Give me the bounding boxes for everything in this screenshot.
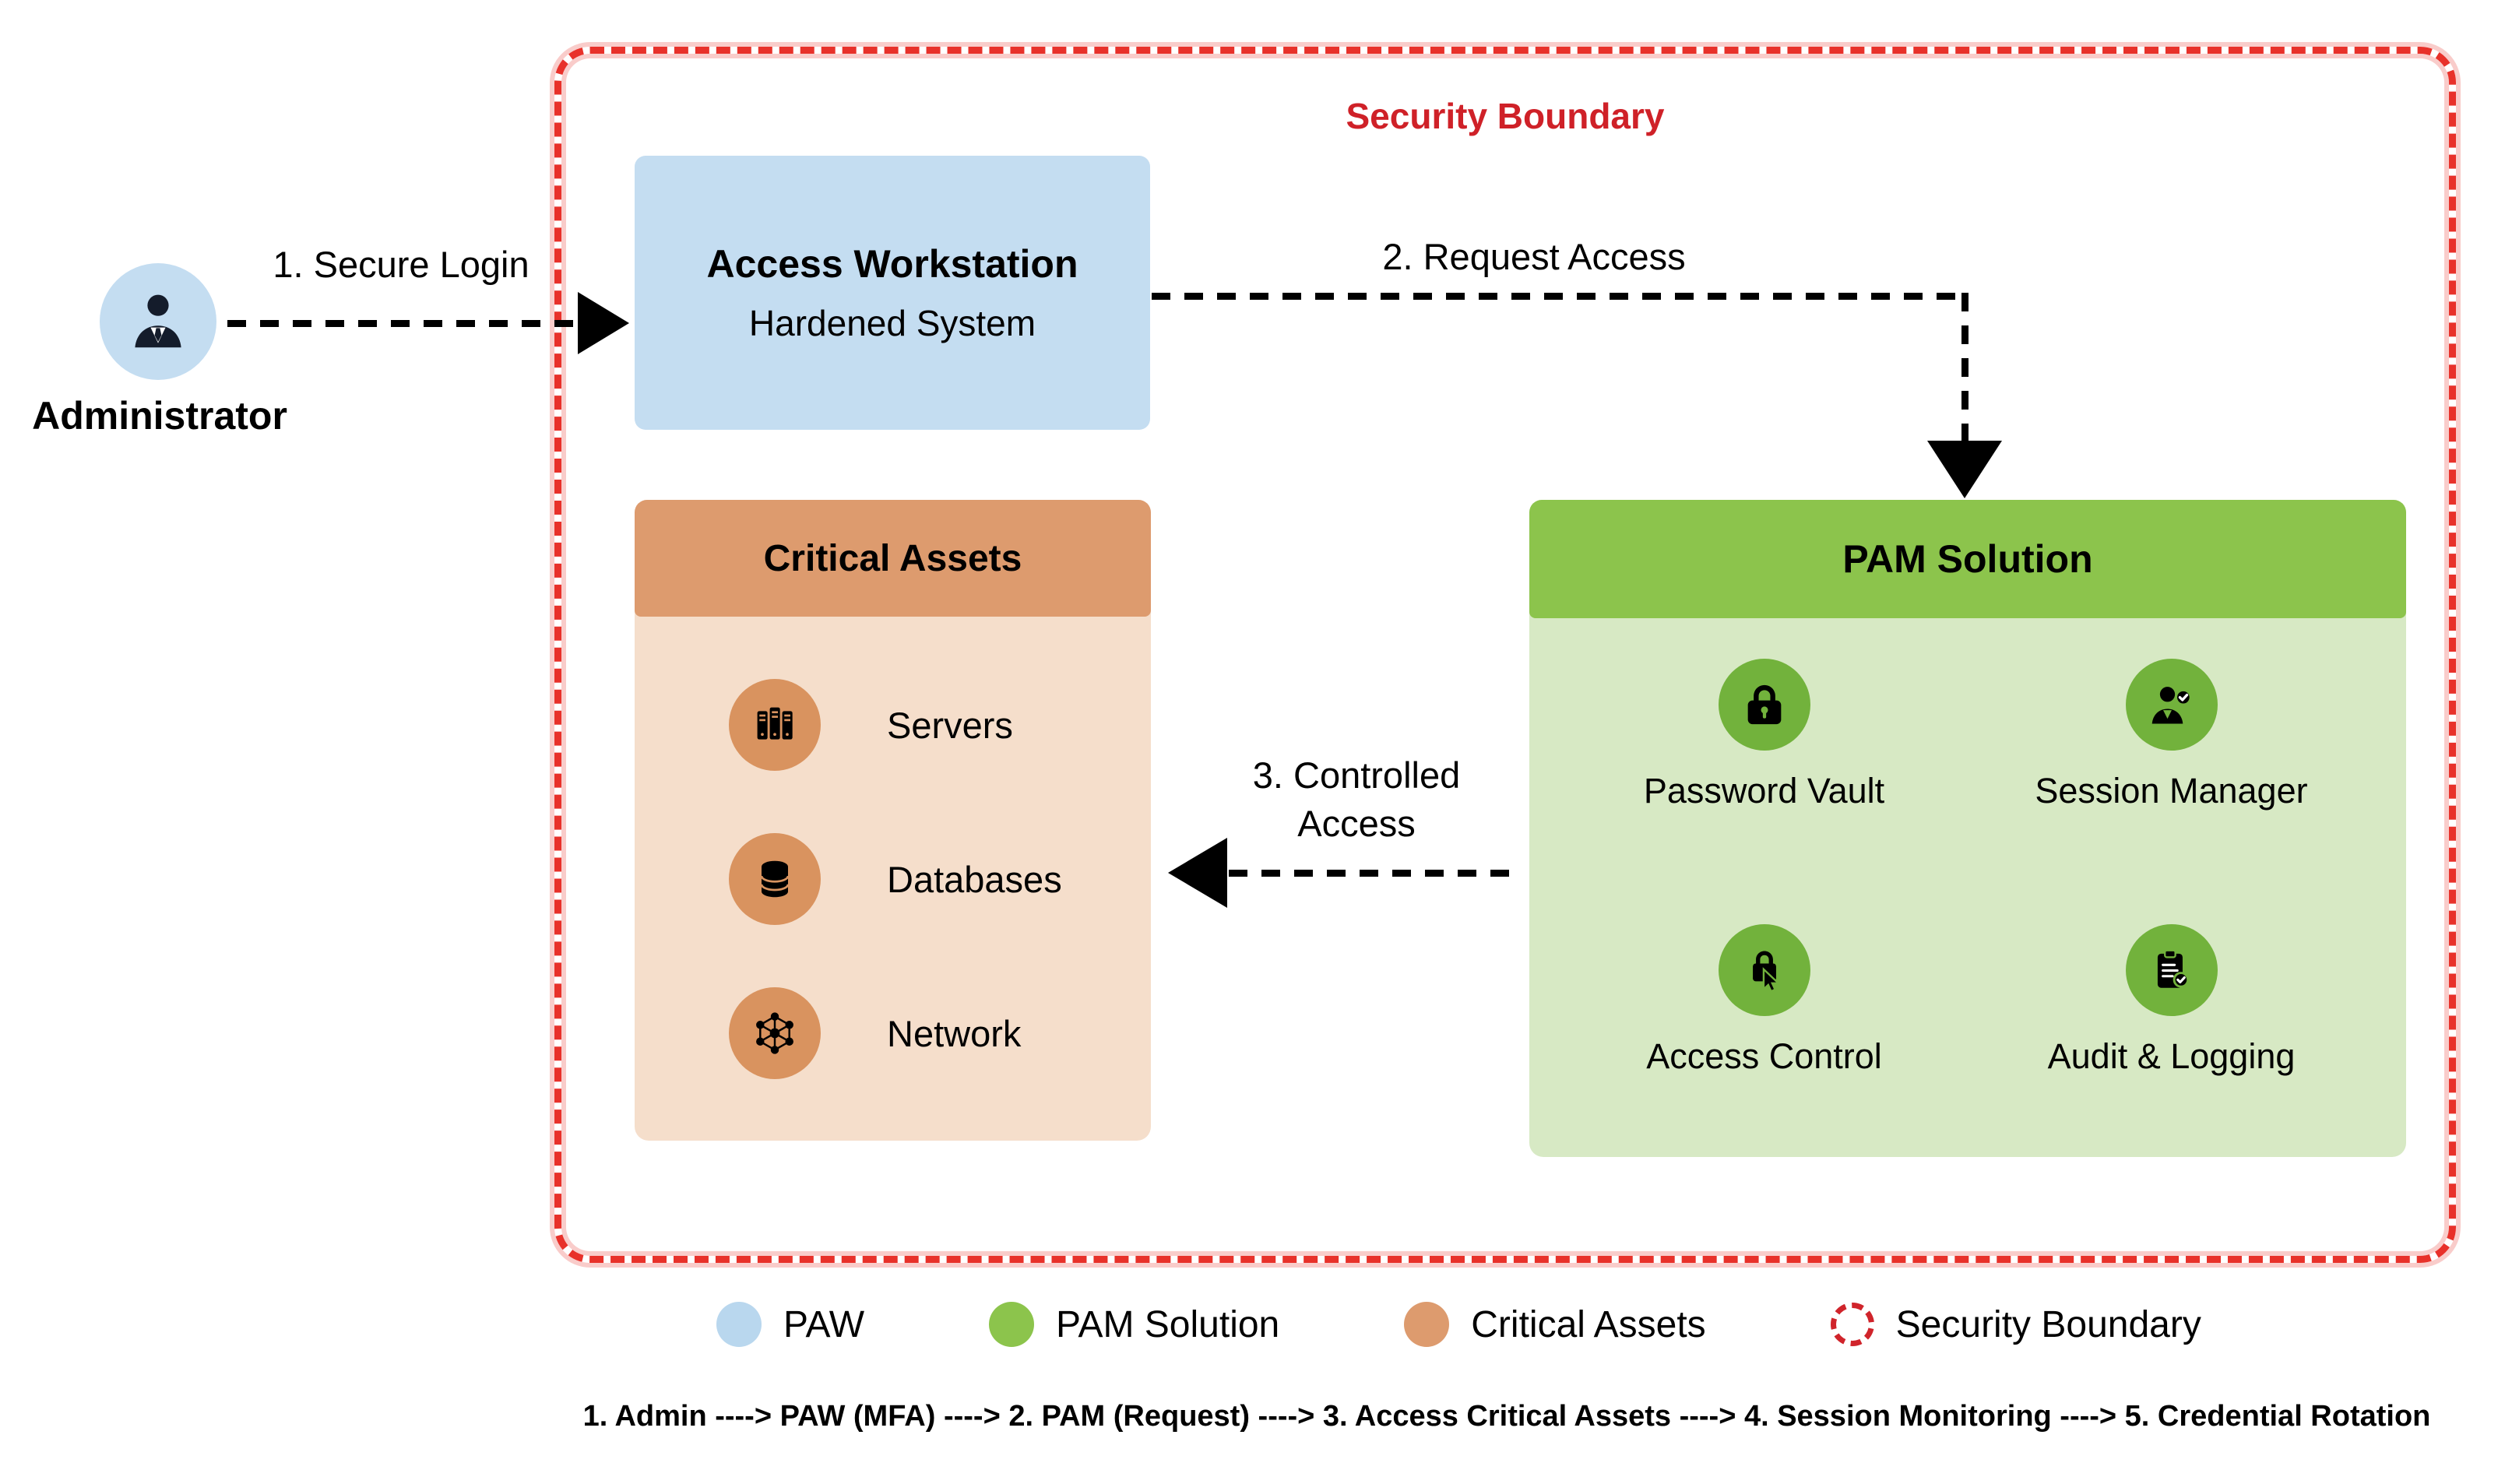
pam-solution-title: PAM Solution [1529, 500, 2406, 618]
secure-login-arrow-line [227, 320, 579, 327]
controlled-access-label: 3. Controlled Access [1162, 751, 1551, 848]
administrator-avatar [100, 263, 216, 380]
access-workstation-box: Access Workstation Hardened System [635, 156, 1150, 430]
legend-label-paw: PAW [783, 1303, 864, 1345]
legend-item-paw: PAW [716, 1302, 864, 1347]
network-icon [729, 987, 821, 1079]
person-icon [121, 283, 195, 361]
legend-label-critical-assets: Critical Assets [1471, 1303, 1706, 1345]
secure-login-label: 1. Secure Login [273, 244, 530, 285]
access-workstation-title: Access Workstation [706, 242, 1078, 286]
security-boundary-box [554, 47, 2456, 1263]
user-check-icon [2125, 659, 2218, 751]
paw-swatch [716, 1302, 762, 1347]
legend-item-critical-assets: Critical Assets [1404, 1302, 1706, 1347]
clipboard-check-icon [2125, 924, 2218, 1016]
critical-assets-title: Critical Assets [635, 500, 1151, 617]
request-access-arrowhead [1927, 441, 2002, 498]
asset-label-network: Network [887, 1012, 1022, 1054]
request-access-arrow-line-vertical [1961, 293, 1968, 447]
feature-access-control: Access Control [1560, 924, 1968, 1077]
controlled-access-arrow-line [1229, 870, 1517, 877]
controlled-access-arrowhead [1168, 838, 1227, 908]
feature-label-audit-logging: Audit & Logging [2047, 1036, 2296, 1076]
feature-session-manager: Session Manager [1968, 659, 2375, 811]
feature-label-access-control: Access Control [1646, 1036, 1882, 1076]
asset-row-databases: Databases [729, 833, 1151, 925]
legend-item-pam-solution: PAM Solution [989, 1302, 1279, 1347]
request-access-arrow-line-horizontal [1152, 293, 1968, 300]
critical-assets-list: Servers Databases [635, 617, 1151, 1079]
request-access-label: 2. Request Access [1382, 236, 1686, 277]
asset-row-network: Network [729, 987, 1151, 1079]
pam-solution-box: PAM Solution Password Vault [1529, 500, 2406, 1157]
administrator-label: Administrator [32, 394, 287, 438]
legend-label-security-boundary: Security Boundary [1895, 1303, 2201, 1345]
access-workstation-subtitle: Hardened System [748, 303, 1036, 343]
controlled-access-label-line2: Access [1297, 803, 1416, 844]
secure-login-arrowhead [578, 292, 629, 354]
servers-icon [729, 679, 821, 771]
critical-assets-swatch [1404, 1302, 1450, 1347]
pam-solution-swatch [989, 1302, 1034, 1347]
legend: PAW PAM Solution Critical Assets Securit… [716, 1302, 2201, 1347]
asset-label-databases: Databases [887, 858, 1062, 900]
asset-label-servers: Servers [887, 704, 1013, 746]
legend-label-pam-solution: PAM Solution [1056, 1303, 1280, 1345]
lock-icon [1718, 659, 1810, 751]
feature-label-session-manager: Session Manager [2035, 771, 2308, 811]
feature-label-password-vault: Password Vault [1643, 771, 1885, 811]
critical-assets-box: Critical Assets [635, 500, 1151, 1141]
feature-audit-logging: Audit & Logging [1968, 924, 2375, 1077]
database-icon [729, 833, 821, 925]
security-boundary-swatch [1830, 1303, 1874, 1346]
flow-caption: 1. Admin ----> PAW (MFA) ----> 2. PAM (R… [582, 1400, 2431, 1433]
feature-password-vault: Password Vault [1560, 659, 1968, 811]
press-lock-icon [1718, 924, 1810, 1016]
asset-row-servers: Servers [729, 679, 1151, 771]
controlled-access-label-line1: 3. Controlled [1252, 754, 1461, 796]
security-boundary-label: Security Boundary [1346, 96, 1665, 136]
pam-feature-grid: Password Vault Session Manager [1529, 618, 2406, 1077]
legend-item-security-boundary: Security Boundary [1830, 1303, 2201, 1346]
